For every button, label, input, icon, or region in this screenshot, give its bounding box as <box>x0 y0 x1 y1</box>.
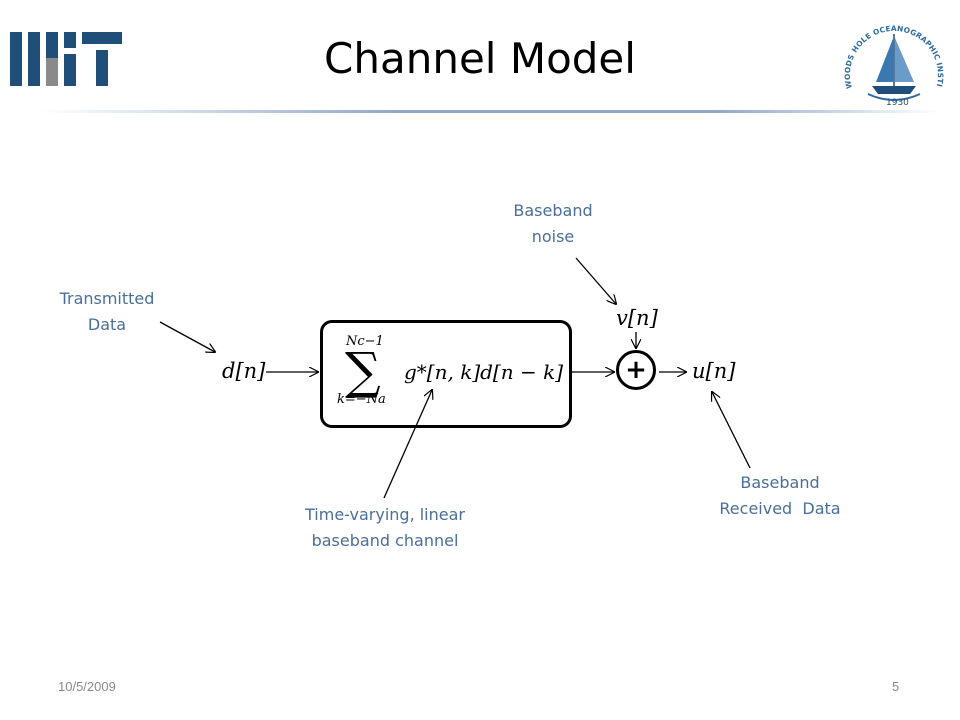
transmitted-pointer <box>159 321 215 352</box>
baseband-noise-label: Baseband noise <box>498 198 608 250</box>
input-signal: d[n] <box>222 359 266 383</box>
whoi-seal-icon: WOODS HOLE OCEANOGRAPHIC INSTITUTION <box>838 16 945 101</box>
channel-description-label: Time-varying, linear baseband channel <box>280 502 490 554</box>
noise-signal: v[n] <box>616 306 658 330</box>
channel-line-2: baseband channel <box>311 531 459 550</box>
received-pointer <box>712 392 751 469</box>
title-divider <box>40 110 940 113</box>
transmitted-line-2: Data <box>87 315 127 334</box>
mit-logo <box>10 32 122 86</box>
received-line-1: Baseband <box>740 473 820 492</box>
page-number: 5 <box>892 679 900 694</box>
channel-block <box>320 320 572 428</box>
output-signal: u[n] <box>692 359 736 383</box>
noise-line-1: Baseband <box>513 201 593 220</box>
channel-pointer <box>383 390 432 499</box>
sum-upper-limit: Nc−1 <box>346 334 384 349</box>
channel-line-1: Time-varying, linear <box>305 505 465 524</box>
slide-date: 10/5/2009 <box>58 679 116 694</box>
received-line-2: Received Data <box>719 499 841 518</box>
transmitted-line-1: Transmitted <box>59 289 155 308</box>
adder-node: + <box>616 350 656 390</box>
sum-lower-limit: k=−Na <box>337 392 386 407</box>
slide-title: Channel Model <box>324 34 636 83</box>
transmitted-data-label: Transmitted Data <box>52 286 162 338</box>
noise-line-2: noise <box>531 227 575 246</box>
baseband-received-label: Baseband Received Data <box>700 470 860 522</box>
noise-pointer <box>575 257 616 304</box>
channel-expression: g*[n, k]d[n − k] <box>404 360 564 384</box>
seal-year: 1930 <box>886 98 909 108</box>
summation-symbol: ∑ <box>345 342 381 400</box>
